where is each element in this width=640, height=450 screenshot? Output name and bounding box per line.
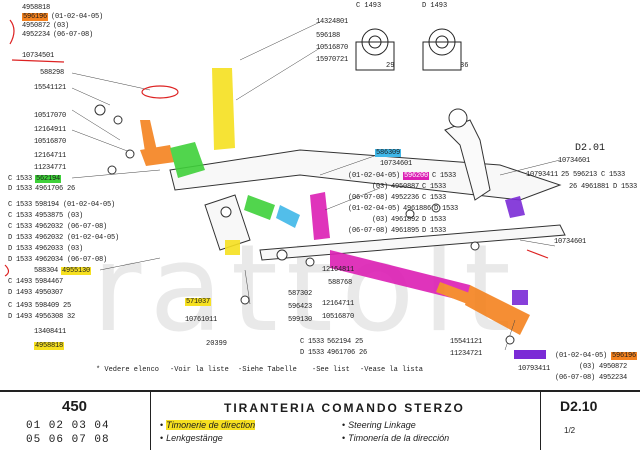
part-row: 10793411 <box>518 365 551 373</box>
sheet-code: D2.10 <box>560 398 598 414</box>
page-title: TIRANTERIA COMANDO STERZO <box>224 401 465 415</box>
detail-d1493-label: D 1493 <box>422 2 448 10</box>
part-row: 10734601 <box>554 238 587 246</box>
part-row: 587302 <box>288 290 313 298</box>
part-row: (01-02-04-05)596196 <box>555 352 638 360</box>
part-row: (06-07-08)4952234 <box>555 374 628 382</box>
see-list-de: -Siehe Tabelle <box>238 366 297 374</box>
part-row: 571037 <box>185 298 212 306</box>
part-row: 588768 <box>328 279 353 287</box>
part-row: 10734601 <box>380 160 413 168</box>
exploded-diagram: rattolt <box>4 2 638 382</box>
sheet-page: 1/2 <box>564 426 576 435</box>
part-row: 10516870 <box>316 44 349 52</box>
part-row: 596188 <box>316 32 341 40</box>
see-list-en: -See list <box>312 366 350 374</box>
title-es: •Timonería de la dirección <box>342 433 450 443</box>
detail-view-c1493 <box>355 28 395 71</box>
part-row: 586309 <box>375 149 402 157</box>
part-row: 15970721 <box>316 56 349 64</box>
part-row: 10734601 <box>558 157 591 165</box>
detail-view-d1493 <box>422 28 462 71</box>
hardware <box>94 104 515 345</box>
model-cell <box>0 392 151 450</box>
part-row: 10734501 <box>22 52 55 60</box>
part-row: (03)4950872 <box>579 363 628 371</box>
part-row: 4958818 <box>22 4 51 12</box>
part-row: 12164811 <box>322 266 355 274</box>
part-row: 10516870 <box>34 138 67 146</box>
part-row: 11234771 <box>34 164 67 172</box>
part-row: 10516870 <box>322 313 355 321</box>
title-block: 450 01 02 03 04 05 06 07 08 TIRANTERIA C… <box>0 390 640 450</box>
steering-arm <box>444 108 491 201</box>
part-row: 4952234(06-07-08) <box>22 31 94 39</box>
hand-annotations <box>4 19 549 277</box>
versions-row-2: 05 06 07 08 <box>26 434 110 446</box>
see-list-es: -Vease la lista <box>360 366 424 374</box>
part-row: 12164711 <box>322 300 355 308</box>
stamp-number: 20399 <box>206 340 228 348</box>
purple-highlight <box>514 350 546 360</box>
title-fr: •Timonerie de direction <box>160 420 256 430</box>
part-row: 4958818 <box>34 342 65 350</box>
part-row: 26 4961881 D 1533 <box>569 183 638 191</box>
main-drag-link <box>169 149 566 261</box>
model-number: 450 <box>62 398 88 415</box>
detail-c1493-label: C 1493 <box>356 2 382 10</box>
detail-c1493-dim: 29 <box>386 62 395 70</box>
part-row: 14324801 <box>316 18 349 26</box>
part-row: 12164711 <box>34 152 67 160</box>
highlight-overlays <box>140 68 530 335</box>
part-row: 15541121 <box>450 338 483 346</box>
title-cell <box>150 392 541 450</box>
sheet-id-label: D2.01 <box>575 143 606 154</box>
part-row: 599130 <box>288 316 313 324</box>
part-row: 12164911 <box>34 126 67 134</box>
see-list-it: * Vedere elenco <box>96 366 160 374</box>
title-en: •Steering Linkage <box>342 420 416 430</box>
leader-lines <box>71 21 561 351</box>
part-row: 588298 <box>40 69 65 77</box>
part-row: 4950872(03) <box>22 22 70 30</box>
part-row: 596423 <box>288 303 313 311</box>
see-list-fr: -Voir la liste <box>170 366 229 374</box>
part-row: 13408411 <box>34 328 67 336</box>
part-row: 596196(01-02-04-05) <box>22 13 104 21</box>
part-row: 10517070 <box>34 112 67 120</box>
versions-row-1: 01 02 03 04 <box>26 420 110 432</box>
detail-d1493-dim: 36 <box>460 62 469 70</box>
diagram-artwork <box>4 19 566 351</box>
title-de: •Lenkgestänge <box>160 433 223 443</box>
part-row: 11234721 <box>450 350 483 358</box>
part-row: 10761011 <box>185 316 218 324</box>
part-row: 15541121 <box>34 84 67 92</box>
